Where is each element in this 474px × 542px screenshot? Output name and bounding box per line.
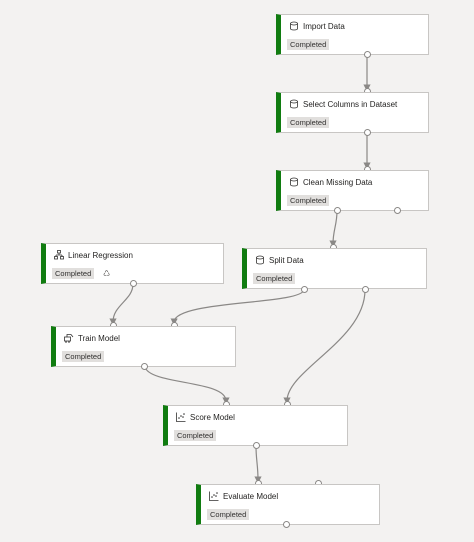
- wire-split-train: [170, 289, 305, 326]
- node-evaluate-model[interactable]: Evaluate Model Completed: [196, 484, 380, 525]
- output-port[interactable]: [362, 286, 369, 293]
- status-badge: Completed: [52, 268, 95, 279]
- wire-train-score: [144, 366, 230, 405]
- scatter-icon: [176, 412, 186, 422]
- refresh-icon: ♺: [103, 269, 111, 278]
- hierarchy-icon: [54, 250, 64, 260]
- output-port[interactable]: [364, 51, 371, 58]
- output-port[interactable]: [334, 207, 341, 214]
- status-badge: Completed: [287, 195, 330, 206]
- node-title-text: Linear Regression: [68, 250, 133, 260]
- database-icon: [290, 21, 298, 31]
- node-title-text: Split Data: [269, 255, 304, 265]
- status-badge: Completed: [174, 430, 217, 441]
- output-port[interactable]: [394, 207, 401, 214]
- node-title-text: Evaluate Model: [223, 491, 279, 501]
- node-title: Import Data: [289, 21, 345, 31]
- node-title-text: Score Model: [190, 412, 235, 422]
- output-port[interactable]: [364, 129, 371, 136]
- scatter-icon: [209, 491, 219, 501]
- output-port[interactable]: [141, 363, 148, 370]
- node-title: Evaluate Model: [209, 491, 278, 501]
- database-icon: [290, 177, 298, 187]
- wire-clean-split: [329, 210, 338, 248]
- node-title: Linear Regression: [54, 250, 133, 260]
- node-linear-regression[interactable]: Linear Regression Completed ♺: [41, 243, 224, 284]
- node-title-text: Clean Missing Data: [303, 177, 373, 187]
- wire-score-evaluate: [254, 445, 262, 484]
- node-train-model[interactable]: Train Model Completed: [51, 326, 236, 367]
- status-badge: Completed: [287, 117, 330, 128]
- node-title: Split Data: [255, 255, 304, 265]
- node-title-text: Train Model: [78, 333, 120, 343]
- node-score-model[interactable]: Score Model Completed: [163, 405, 348, 446]
- output-port[interactable]: [253, 442, 260, 449]
- status-badge: Completed: [207, 509, 250, 520]
- node-split-data[interactable]: Split Data Completed: [242, 248, 427, 289]
- node-select-columns[interactable]: Select Columns in Dataset Completed: [276, 92, 429, 133]
- node-title: Clean Missing Data: [289, 177, 372, 187]
- node-import-data[interactable]: Import Data Completed: [276, 14, 429, 55]
- train-icon: [64, 334, 74, 343]
- status-badge: Completed: [62, 351, 105, 362]
- node-title: Score Model: [176, 412, 235, 422]
- status-badge: Completed: [287, 39, 330, 50]
- node-title-text: Select Columns in Dataset: [303, 99, 398, 109]
- database-icon: [256, 255, 264, 265]
- status-badge: Completed: [253, 273, 296, 284]
- database-icon: [290, 99, 298, 109]
- output-port[interactable]: [301, 286, 308, 293]
- output-port[interactable]: [130, 280, 137, 287]
- node-title-text: Import Data: [303, 21, 345, 31]
- node-clean-missing-data[interactable]: Clean Missing Data Completed: [276, 170, 429, 211]
- output-port[interactable]: [283, 521, 290, 528]
- wire-split-score: [283, 289, 366, 405]
- wire-linear-train: [109, 283, 134, 326]
- node-title: Train Model: [64, 333, 120, 343]
- node-title: Select Columns in Dataset: [289, 99, 397, 109]
